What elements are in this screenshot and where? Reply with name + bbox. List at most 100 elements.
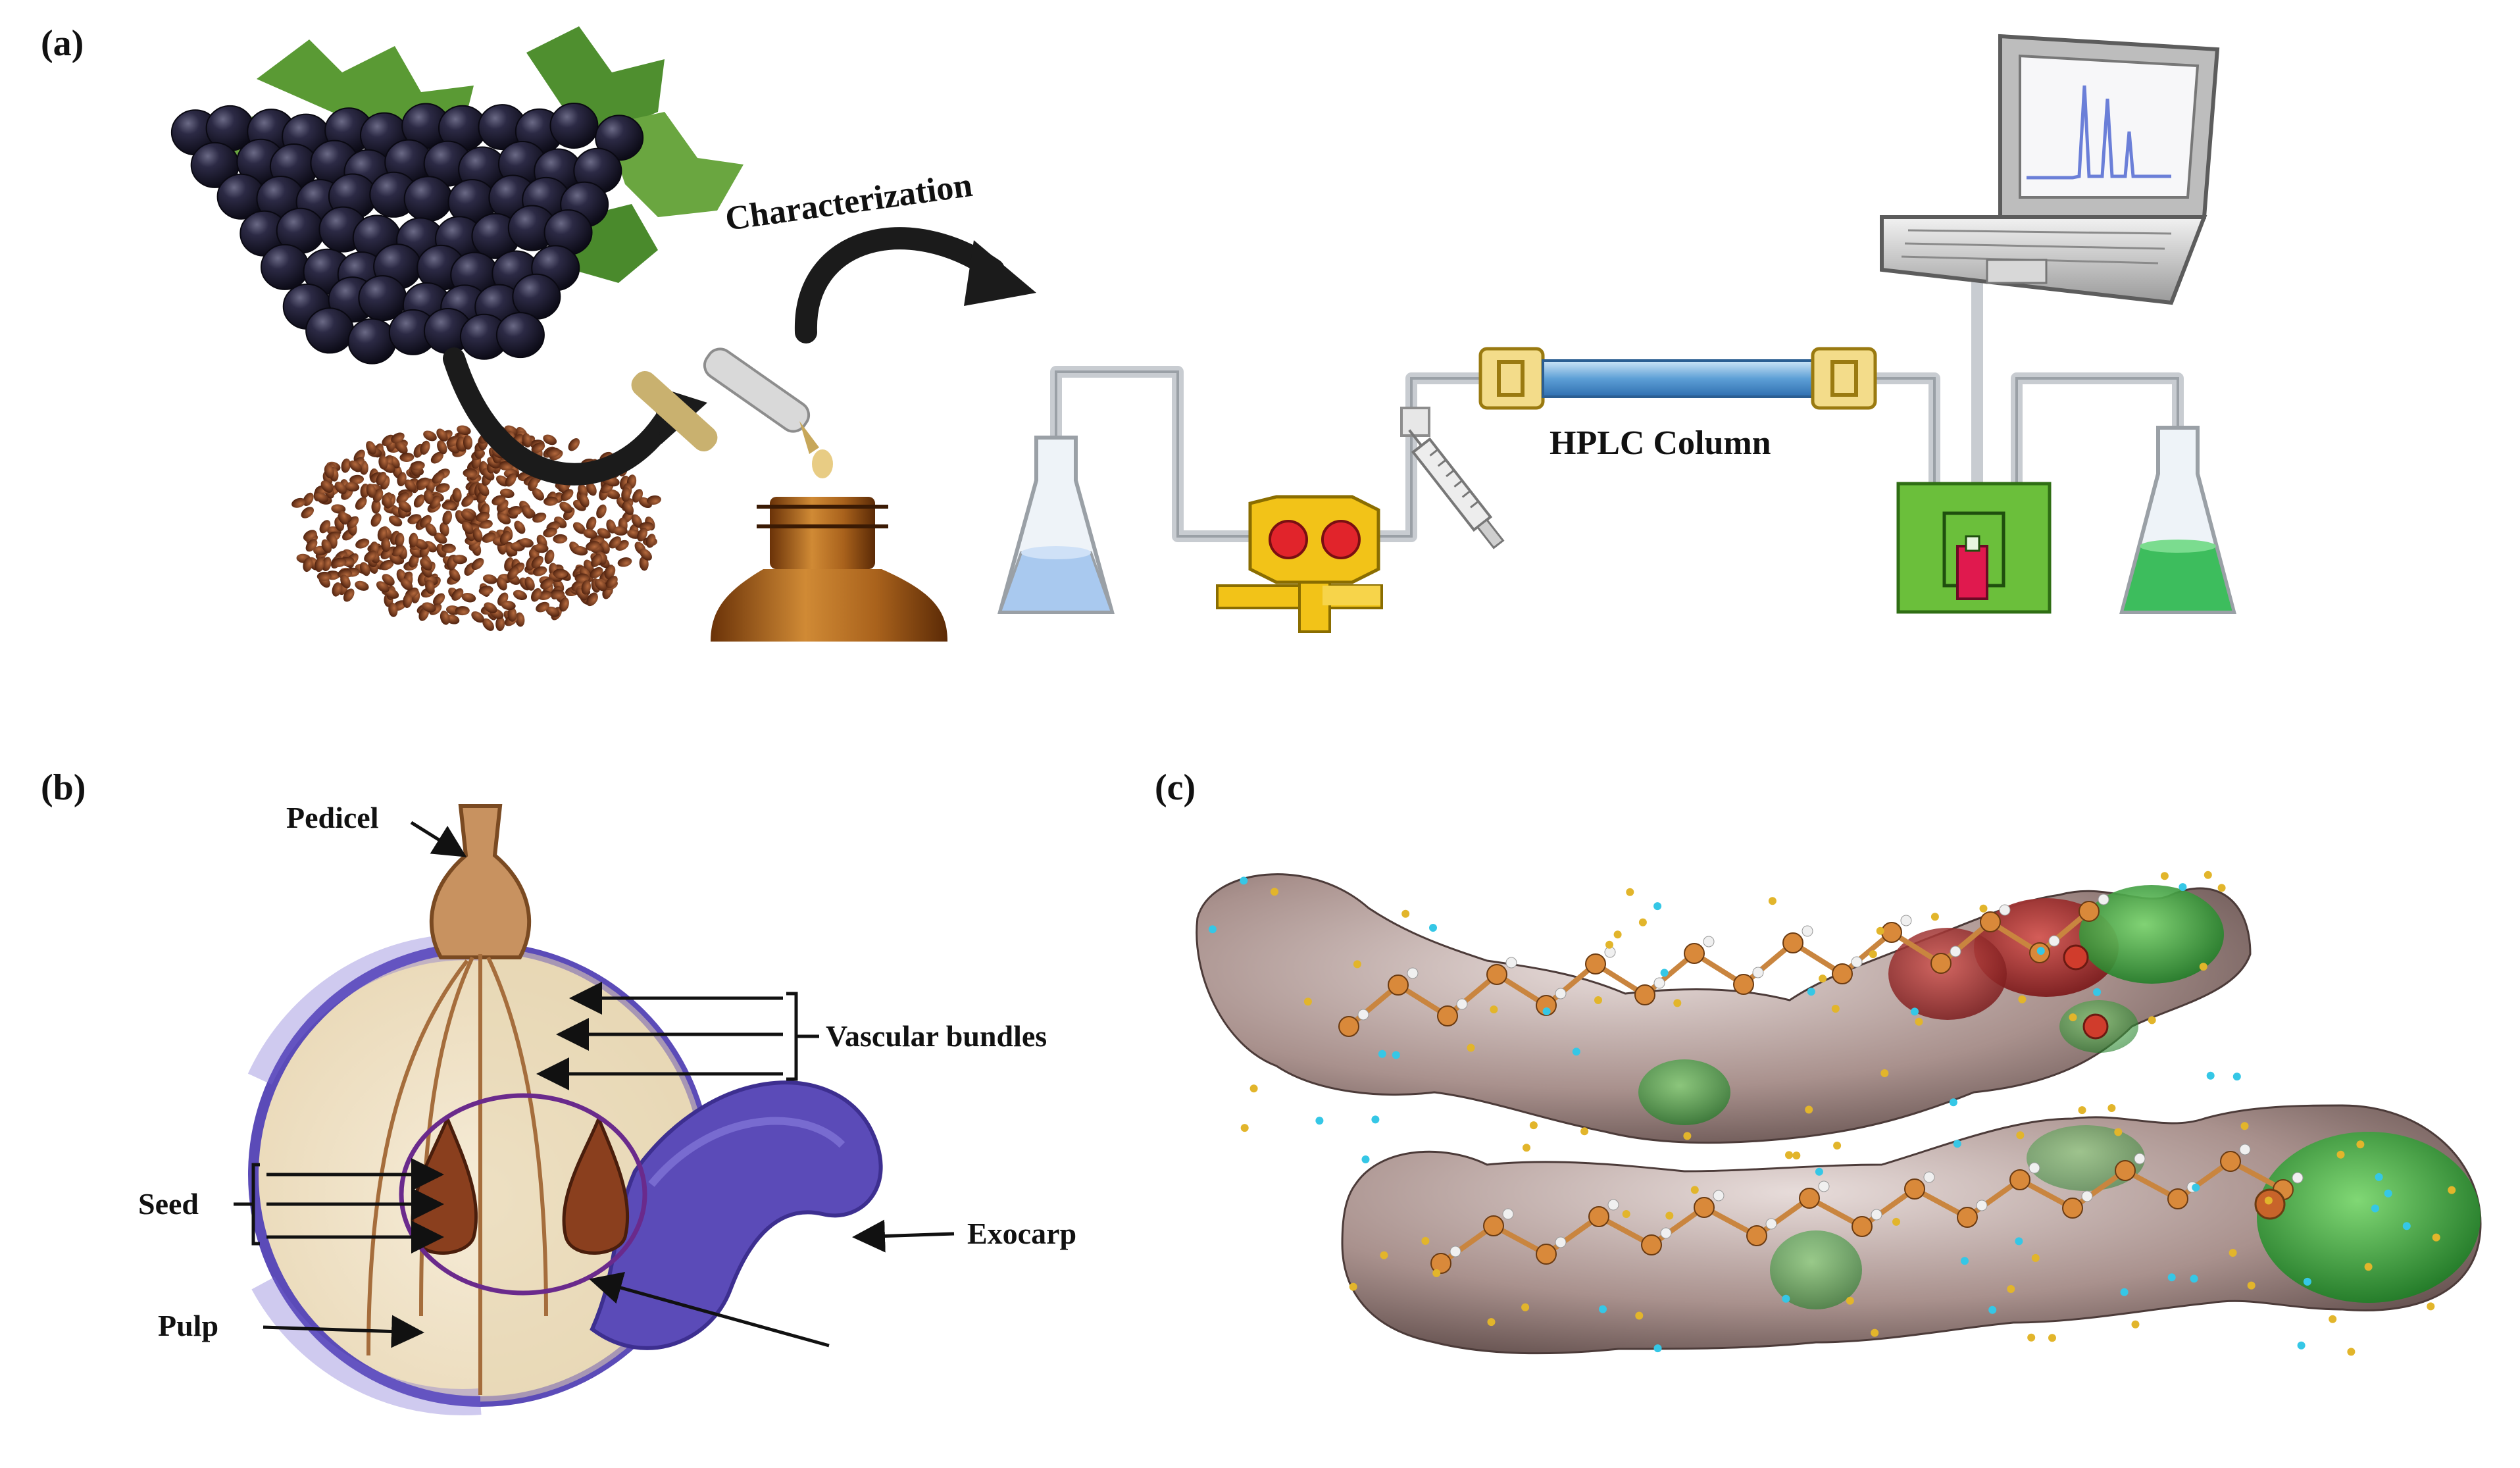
maximum-point: [1673, 999, 1682, 1007]
hydrogen-atom: [1703, 936, 1715, 948]
hydrogen-atom: [2134, 1153, 2146, 1165]
grape-seed: [574, 573, 590, 583]
grape-seed: [320, 480, 333, 493]
carbon-atom: [1957, 1207, 1978, 1228]
grape-seed: [413, 494, 425, 508]
grape-seed: [388, 515, 403, 526]
grape-seed: [482, 532, 496, 543]
grape-seed: [544, 549, 555, 565]
hydrogen-atom: [1950, 946, 1961, 957]
maximum-point: [1353, 960, 1361, 969]
grape-seed: [534, 544, 549, 553]
panel-b-letter: (b): [41, 767, 86, 808]
grape-seed: [561, 489, 574, 501]
grape-seed: [343, 588, 355, 602]
grape-seed: [423, 430, 437, 442]
hydrogen-atom: [1999, 904, 2011, 916]
maximum-point: [1432, 1269, 1441, 1277]
hydrogen-atom: [2098, 894, 2109, 905]
hydrogen-atom: [2029, 1162, 2040, 1174]
maximum-point: [1487, 1318, 1496, 1327]
grape-seed: [457, 425, 471, 436]
grape-seed: [434, 532, 447, 544]
grape-seed: [395, 532, 405, 547]
pedicel-shape: [429, 804, 532, 959]
maximum-point: [1421, 1236, 1430, 1245]
minimum-point: [1429, 924, 1437, 932]
minimum-point: [2179, 883, 2187, 892]
grape-seed: [553, 569, 568, 578]
panel-a-letter: (a): [41, 23, 84, 64]
exocarp-label: Exocarp: [967, 1217, 1076, 1250]
grape-seed: [559, 501, 572, 513]
minimum-point: [1315, 1117, 1324, 1125]
grape-seed: [462, 521, 474, 534]
minimum-point: [2093, 988, 2102, 996]
vascular-bundles: [366, 954, 548, 1395]
maximum-point: [2329, 1315, 2337, 1323]
chromatogram-trace: [2027, 85, 2171, 180]
grape-seed: [540, 578, 554, 590]
minimum-point: [1815, 1167, 1823, 1176]
minimum-point: [1378, 1050, 1386, 1058]
grape-seed: [440, 610, 450, 625]
maximum-point: [2448, 1186, 2456, 1194]
maximum-point: [2107, 1104, 2116, 1112]
grape-seed: [590, 567, 603, 578]
carbon-atom: [2115, 1160, 2136, 1181]
grape-seed: [545, 606, 560, 617]
grape-seed: [303, 492, 314, 506]
grape-seed: [461, 495, 474, 507]
grape-seed: [316, 571, 332, 581]
minimum-point: [1953, 1140, 1961, 1148]
maximum-point: [1880, 1069, 1889, 1077]
carbon-atom: [1799, 1188, 1820, 1209]
minimum-point: [1949, 1098, 1957, 1107]
minimum-point: [1542, 1007, 1551, 1015]
maximum-point: [1876, 926, 1884, 935]
maximum-point: [2027, 1333, 2036, 1342]
hydrogen-atom: [1505, 957, 1517, 969]
characterization-label: Characterization: [723, 166, 975, 238]
laptop-icon: [1880, 34, 2220, 305]
grape-berry: [347, 318, 397, 365]
maximum-point: [2264, 1196, 2273, 1205]
minimum-point: [1371, 1115, 1380, 1124]
grape-seed: [341, 458, 351, 473]
grape-berry: [549, 103, 599, 149]
detector-icon: [1896, 482, 2052, 614]
grape-seed: [568, 438, 580, 451]
maximum-point: [1635, 1311, 1644, 1320]
grape-seed: [452, 488, 462, 503]
minimum-point: [1392, 1051, 1400, 1059]
maximum-point: [1594, 996, 1602, 1004]
grape-seed: [422, 602, 436, 613]
grape-seed: [621, 487, 631, 502]
grape-seed: [609, 536, 621, 549]
maximum-point: [1833, 1142, 1842, 1150]
maximum-point: [1523, 1144, 1530, 1152]
maximum-point: [1626, 888, 1634, 896]
grape-seed: [449, 568, 461, 582]
panel-c-letter: (c): [1155, 767, 1196, 808]
grape-berry: [261, 243, 310, 290]
maximum-point: [2240, 1122, 2249, 1130]
grape-seed: [424, 490, 434, 505]
molecule-skeleton: [1338, 894, 2304, 1274]
minimum-point: [1653, 902, 1662, 911]
grape-seed: [425, 580, 435, 594]
carbon-atom: [1832, 963, 1853, 984]
grape-seed: [471, 557, 484, 570]
panel-b: (b): [41, 767, 1076, 1415]
grape-berry: [305, 307, 355, 354]
grape-seed: [528, 477, 538, 492]
grape-seed: [399, 452, 415, 463]
carbon-atom: [1746, 1225, 1767, 1246]
grape-seed: [484, 602, 497, 614]
minimum-point: [1240, 876, 1248, 885]
maximum-point: [2007, 1285, 2015, 1293]
carbon-atom: [1338, 1016, 1359, 1037]
grape-seed: [338, 511, 349, 525]
maximum-point: [1690, 1186, 1699, 1194]
extraction-arrow: [443, 347, 676, 486]
